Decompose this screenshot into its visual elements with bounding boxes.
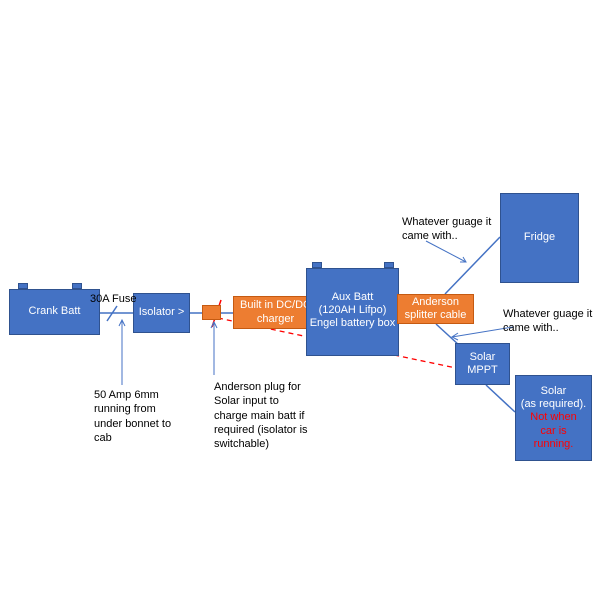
crank-batt-terminal-right [72,283,82,289]
solar-mppt-label-line1: Solar [469,350,496,363]
pointer-anderson-note-arrow [210,320,218,329]
fridge-label: Fridge [523,231,556,244]
wire-mppt-to-solar [485,384,516,413]
wire-splitter-to-mppt [435,323,461,347]
dcdc-charger-label-line1: Built in DC/DC [240,299,311,312]
dcdc-charger-box: Built in DC/DC charger [233,296,318,329]
anderson-splitter-label-line1: Anderson [411,295,460,308]
isolator-box: Isolator > [133,293,190,333]
aux-batt-terminal-right [384,262,394,268]
anderson-plug-note-label: Anderson plug for Solar input to charge … [214,381,308,451]
crank-batt-box: Crank Batt [9,289,100,335]
aux-batt-label-line1: Aux Batt [331,291,374,303]
aux-batt-terminal-left [312,262,322,268]
anderson-splitter-label-line2: splitter cable [404,309,467,321]
solar-label-line2: (as required). [520,398,587,411]
pointer-mppt-gauge [451,326,514,338]
aux-batt-box: Aux Batt (120AH Lifpo) Engel battery box [306,268,399,356]
wire-splitter-to-fridge [444,236,501,295]
pointer-mppt-gauge-arrow [451,332,459,341]
solar-mppt-box: Solar MPPT [455,343,510,385]
fuse-label: 30A Fuse [90,293,137,305]
solar-mppt-label-line2: MPPT [467,364,498,376]
crank-batt-label: Crank Batt [28,305,81,318]
aux-batt-label-line2: (120AH Lifpo) [318,304,387,317]
pointer-fridge-gauge [425,240,467,263]
mppt-gauge-label: Whatever guage it came with.. [503,308,593,335]
solar-warning-label: Not when car is running. [530,411,577,450]
crank-batt-terminal-left [18,283,28,289]
fridge-gauge-label: Whatever guage it came with.. [402,216,492,243]
solar-label-line1: Solar [540,385,567,398]
fridge-box: Fridge [500,193,579,283]
isolator-label: Isolator > [138,306,185,319]
aux-batt-label-line3: Engel battery box [309,317,396,330]
pointer-cable-note-arrow [118,318,126,327]
fuse-symbol [106,305,118,322]
anderson-plug-box [202,305,221,320]
cable-note-label: 50 Amp 6mm running from under bonnet to … [94,389,172,444]
solar-box: Solar (as required). Not when car is run… [515,375,592,461]
anderson-splitter-box: Anderson splitter cable [397,294,474,324]
dcdc-charger-label-line2: charger [256,312,295,325]
pointer-fridge-gauge-arrow [460,256,467,263]
